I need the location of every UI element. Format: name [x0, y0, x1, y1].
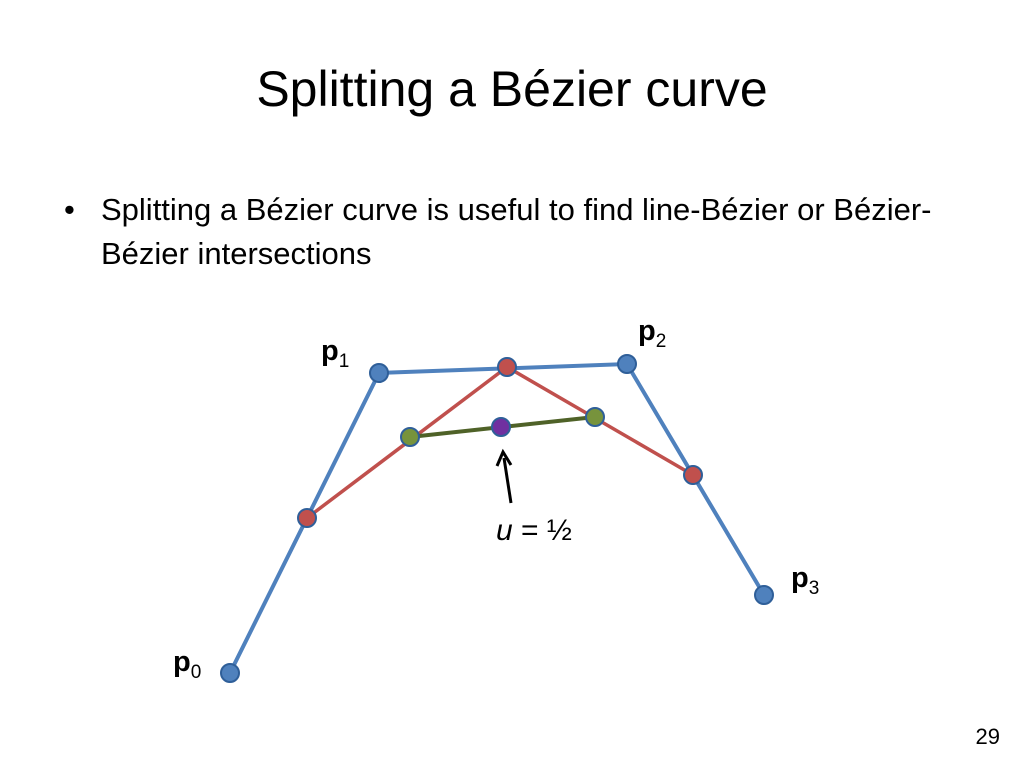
label-p2: p2 — [638, 315, 666, 352]
midpoint-level-1 — [683, 465, 703, 485]
subdivision-level-1 — [305, 364, 694, 520]
midpoint-level-1 — [297, 508, 317, 528]
split-point — [491, 417, 511, 437]
control-point-p1 — [369, 363, 389, 383]
arrow-shaft — [502, 457, 513, 504]
midpoint-level-1 — [497, 357, 517, 377]
label-p3: p3 — [791, 562, 819, 599]
midpoint-level-2 — [585, 407, 605, 427]
midpoint-level-2 — [400, 427, 420, 447]
control-point-p3 — [754, 585, 774, 605]
label-p1: p1 — [321, 335, 349, 372]
label-p0: p0 — [173, 646, 201, 683]
split-parameter-label: u = ½ — [496, 514, 572, 547]
page-number: 29 — [975, 724, 1000, 749]
slide-title: Splitting a Bézier curve — [256, 61, 768, 117]
control-point-p0 — [220, 663, 240, 683]
bullet-text: Splitting a Bézier curve is useful to fi… — [101, 192, 932, 271]
bullet-item: • Splitting a Bézier curve is useful to … — [64, 188, 964, 276]
arrow-head-icon — [495, 448, 513, 467]
control-point-p2 — [617, 354, 637, 374]
bullet-icon: • — [64, 192, 75, 227]
bullet-list: • Splitting a Bézier curve is useful to … — [64, 188, 964, 276]
